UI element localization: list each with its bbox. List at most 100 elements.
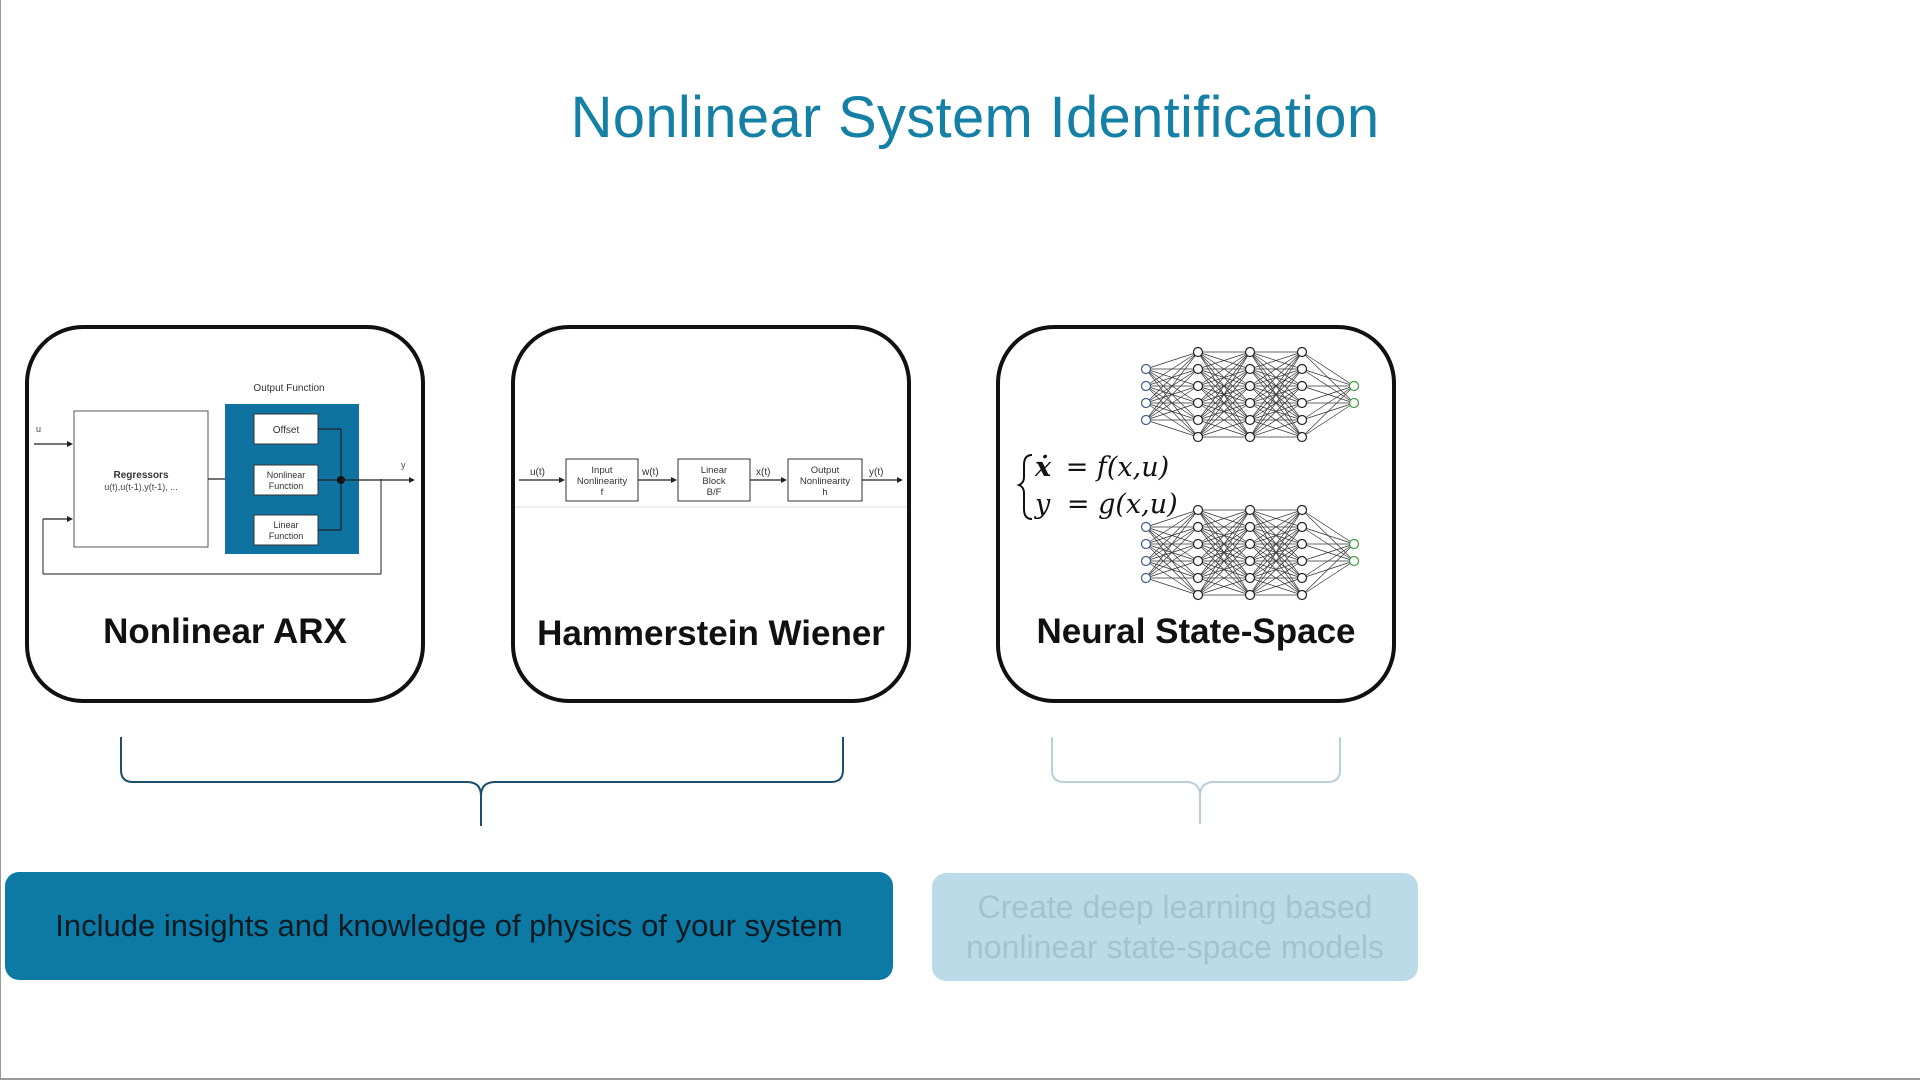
nn-edge xyxy=(1301,368,1355,387)
nn-node xyxy=(1296,380,1308,392)
nn-node xyxy=(1296,572,1308,584)
bracket-deep-learning-models xyxy=(1051,737,1341,824)
narx-offset-label: Offset xyxy=(273,425,300,436)
hw-output-nl-1: Output xyxy=(811,465,840,476)
nn-edge xyxy=(1197,351,1251,387)
nn-edge xyxy=(1145,526,1199,579)
eq1-rhs: = f(x,u) xyxy=(1066,452,1169,483)
deep-learning-line-2: nonlinear state-space models xyxy=(965,929,1384,965)
nn-edge xyxy=(1249,543,1303,596)
nn-node xyxy=(1140,414,1152,426)
nn-node xyxy=(1244,504,1256,516)
nn-node xyxy=(1244,572,1256,584)
nn-edge xyxy=(1301,385,1355,421)
nn-edge xyxy=(1249,509,1303,528)
equation-2: y = g(x,u) xyxy=(1034,489,1178,520)
nn-node xyxy=(1244,414,1256,426)
nn-edge xyxy=(1301,509,1355,545)
nn-node xyxy=(1192,431,1204,443)
slide-title: Nonlinear System Identification xyxy=(570,85,1380,150)
nn-node xyxy=(1192,380,1204,392)
nn-edge xyxy=(1145,509,1199,562)
nn-node xyxy=(1140,572,1152,584)
nn-edge xyxy=(1249,368,1303,438)
equation-1: ẋ = f(x,u) xyxy=(1034,452,1169,483)
narx-block-diagram: Output Function u Regressors u(t),u(t-1)… xyxy=(34,383,415,575)
nn-edge xyxy=(1249,526,1303,596)
nn-edge xyxy=(1197,351,1251,404)
nn-node xyxy=(1140,397,1152,409)
nn-node xyxy=(1244,346,1256,358)
nn-node xyxy=(1296,555,1308,567)
hw-y-label: y(t) xyxy=(869,467,883,478)
nn-edge xyxy=(1249,509,1303,596)
nn-edge xyxy=(1249,402,1303,438)
nn-node xyxy=(1192,397,1204,409)
nn-edge xyxy=(1145,577,1199,596)
nn-node xyxy=(1192,538,1204,550)
nn-edge xyxy=(1249,509,1303,562)
neural-network-bottom xyxy=(1140,504,1360,601)
nn-edge xyxy=(1197,385,1251,438)
nn-edge xyxy=(1197,509,1251,562)
card-hammerstein-wiener[interactable]: u(t) Input Nonlinearity f w(t) Linear Bl… xyxy=(511,325,911,703)
nn-edge xyxy=(1145,509,1199,579)
physics-insights-text: Include insights and knowledge of physic… xyxy=(55,908,843,943)
nn-edge xyxy=(1197,526,1251,596)
deep-learning-box[interactable]: Create deep learning based nonlinear sta… xyxy=(932,873,1418,981)
nn-edge xyxy=(1145,351,1199,370)
nn-node xyxy=(1244,589,1256,601)
nn-node xyxy=(1140,380,1152,392)
card-nonlinear-arx[interactable]: Output Function u Regressors u(t),u(t-1)… xyxy=(25,325,425,703)
nn-edge xyxy=(1301,526,1355,545)
nn-node xyxy=(1140,555,1152,567)
hw-linear-3: B/F xyxy=(707,487,722,498)
card-label-hammerstein-wiener: Hammerstein Wiener xyxy=(537,614,885,653)
card-neural-state-space[interactable]: ẋ = f(x,u) y = g(x,u) Neural State-Space xyxy=(996,325,1396,703)
hw-block-diagram: u(t) Input Nonlinearity f w(t) Linear Bl… xyxy=(515,458,907,508)
nn-edge xyxy=(1145,351,1199,404)
bracket-physics-models xyxy=(120,737,844,826)
nn-edge xyxy=(1145,351,1199,387)
eq2-rhs: = g(x,u) xyxy=(1067,489,1178,520)
nn-node xyxy=(1192,504,1204,516)
nss-illustration: ẋ = f(x,u) y = g(x,u) xyxy=(1016,346,1360,601)
nn-edge xyxy=(1249,351,1303,370)
neural-network-top xyxy=(1140,346,1360,443)
nn-edge xyxy=(1197,351,1251,421)
hw-input-nl-1: Input xyxy=(591,465,612,476)
narx-regressors-sub: u(t),u(t-1),y(t-1), ... xyxy=(104,482,178,492)
slide-bottom-edge xyxy=(0,1078,1920,1080)
nn-edge xyxy=(1197,509,1251,545)
nn-edge xyxy=(1197,577,1251,596)
nn-node xyxy=(1348,538,1360,550)
nn-node xyxy=(1296,397,1308,409)
nn-node xyxy=(1244,363,1256,375)
nn-node xyxy=(1296,414,1308,426)
nn-node xyxy=(1244,431,1256,443)
nn-edge xyxy=(1197,351,1251,370)
nn-edge xyxy=(1249,385,1303,438)
nn-node xyxy=(1244,397,1256,409)
card-label-nonlinear-arx: Nonlinear ARX xyxy=(103,612,347,651)
nn-edge xyxy=(1301,402,1355,438)
nn-edge xyxy=(1301,543,1355,579)
nn-node xyxy=(1296,504,1308,516)
nn-edge xyxy=(1301,543,1355,562)
nn-node xyxy=(1348,397,1360,409)
nn-edge xyxy=(1249,509,1303,579)
nn-node xyxy=(1244,555,1256,567)
physics-insights-box[interactable]: Include insights and knowledge of physic… xyxy=(5,872,893,980)
nn-edge xyxy=(1145,419,1199,438)
narx-nonlinear-label-1: Nonlinear xyxy=(267,470,306,480)
nn-edge xyxy=(1197,560,1251,596)
nn-edge xyxy=(1145,509,1199,528)
nn-node xyxy=(1296,363,1308,375)
nn-node xyxy=(1296,589,1308,601)
hw-u-label: u(t) xyxy=(530,467,545,478)
eq2-lhs: y xyxy=(1034,489,1051,520)
nn-edge xyxy=(1145,509,1199,545)
nn-node xyxy=(1192,414,1204,426)
narx-nonlinear-label-2: Function xyxy=(269,481,304,491)
nn-edge xyxy=(1301,351,1355,387)
